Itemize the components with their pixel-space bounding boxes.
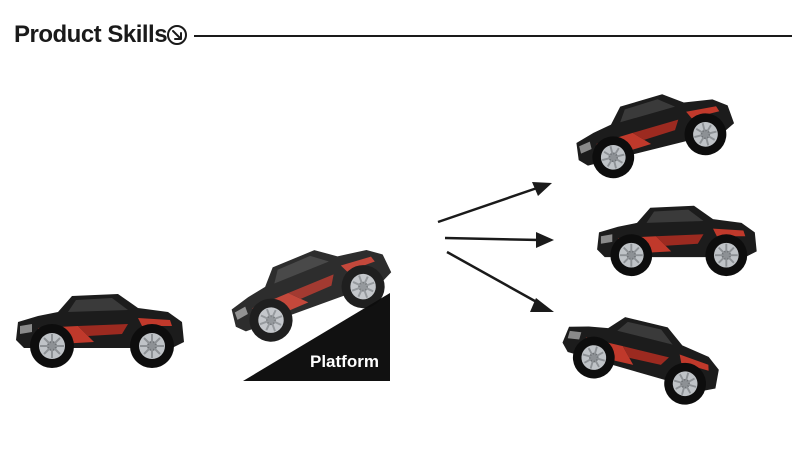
platform-label: Platform [310, 352, 379, 371]
car-landing-tilted [554, 299, 729, 414]
section-header: Product Skills [14, 20, 794, 50]
circle-arrow-down-right-icon [167, 25, 187, 45]
section-title: Product Skills [14, 21, 168, 48]
arrow-right-icon [444, 232, 554, 248]
arrow-up-right-icon [437, 182, 552, 224]
car-jumping-up [567, 78, 741, 187]
header-divider-line [194, 35, 792, 37]
arrow-down-right-icon [446, 250, 554, 312]
car-landing-level [596, 204, 758, 278]
platform-ramp: Platform [243, 293, 390, 381]
car-on-ground [15, 293, 185, 369]
